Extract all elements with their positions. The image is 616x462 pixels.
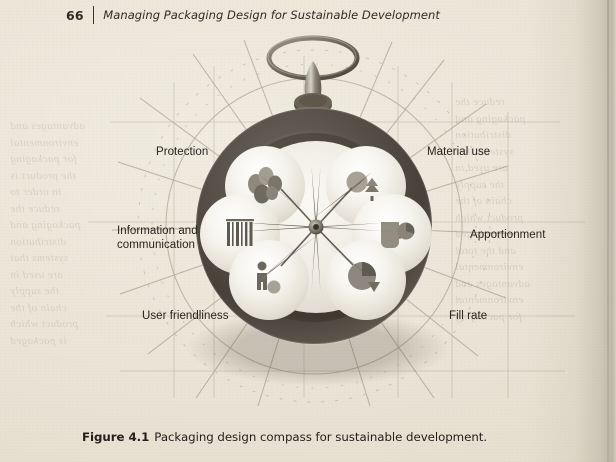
callout-material-use: Material use xyxy=(427,146,491,158)
tree-nature-icon xyxy=(346,171,379,201)
figure-caption-text: Packaging design compass for sustainable… xyxy=(154,430,488,444)
callout-protection: Protection xyxy=(156,146,209,158)
person-icon xyxy=(257,261,281,294)
figure-artwork: Protection Material use Information and … xyxy=(0,26,616,406)
callout-information-and-communication: Information and communication xyxy=(117,225,198,251)
compass-illustration xyxy=(88,35,585,406)
callout-apportionment: Apportionment xyxy=(470,229,546,241)
running-head-rule xyxy=(92,6,95,24)
watch-crown xyxy=(294,61,332,115)
pie-fill-icon xyxy=(348,262,380,292)
lobe-icons xyxy=(226,167,415,294)
cup-portion-icon xyxy=(381,222,415,248)
running-title: Managing Packaging Design for Sustainabl… xyxy=(103,8,440,22)
drop-shadow xyxy=(186,310,450,386)
callout-user-friendliness: User friendliness xyxy=(142,310,229,322)
running-head: 66 Managing Packaging Design for Sustain… xyxy=(66,5,440,25)
eggs-fragile-icon xyxy=(248,167,282,204)
lobe-user-friendly xyxy=(229,240,309,320)
page-number: 66 xyxy=(66,7,84,23)
compass-rose xyxy=(242,166,390,292)
figure-caption-number: Figure 4.1 xyxy=(82,430,150,444)
barcode-icon xyxy=(226,219,254,246)
figure-caption: Figure 4.1 Packaging design compass for s… xyxy=(82,430,487,444)
callout-fill-rate: Fill rate xyxy=(449,310,488,322)
